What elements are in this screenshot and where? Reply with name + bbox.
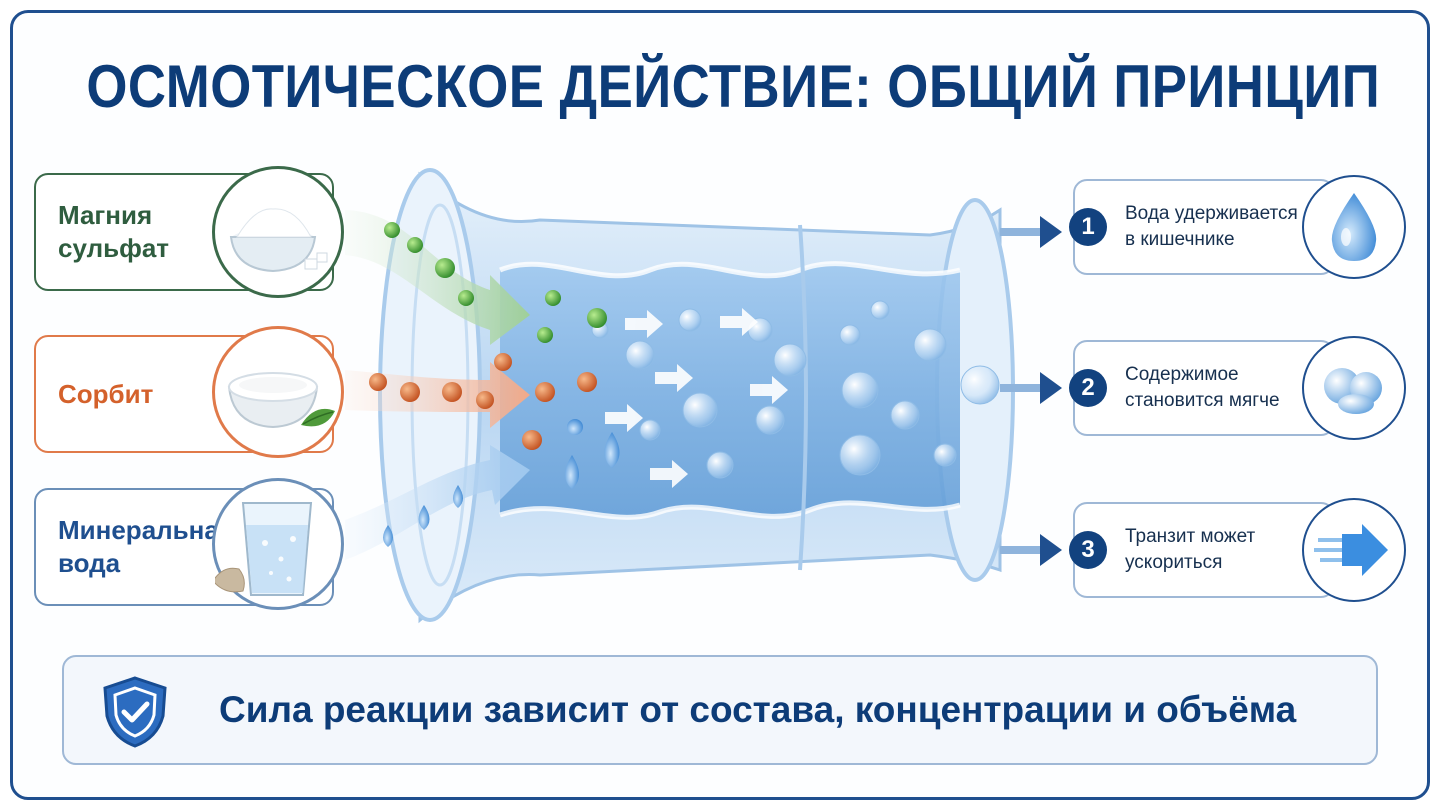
effect-card-1: 1 Вода удерживается в кишечнике xyxy=(1069,179,1335,275)
ingredient-label: Минеральная вода xyxy=(58,515,234,578)
effect-label: Вода удерживается в кишечнике xyxy=(1125,203,1298,250)
page-title: ОСМОТИЧЕСКОЕ ДЕЙСТВИЕ: ОБЩИЙ ПРИНЦИП xyxy=(86,53,1381,120)
water-glass-icon xyxy=(212,478,344,610)
effect-label: Транзит может ускориться xyxy=(1125,526,1256,573)
salt-bowl-icon xyxy=(212,166,344,298)
effect-card-2: 2 Содержимое становится мягче xyxy=(1069,340,1335,436)
effect-card-3: 3 Транзит может ускориться xyxy=(1069,502,1335,598)
soft-spheres-icon xyxy=(1302,336,1406,440)
speed-arrow-icon xyxy=(1302,498,1406,602)
effect-label: Содержимое становится мягче xyxy=(1125,364,1280,411)
ingredient-label: Магния сульфат xyxy=(58,200,170,263)
ingredient-label: Сорбит xyxy=(58,378,154,409)
water-drop-icon xyxy=(1302,175,1406,279)
powder-bowl-icon xyxy=(212,326,344,458)
step-number: 1 xyxy=(1069,208,1107,246)
shield-check-icon xyxy=(99,674,171,750)
footer-banner: Сила реакции зависит от состава, концент… xyxy=(62,655,1378,765)
step-number: 2 xyxy=(1069,369,1107,407)
footer-text: Сила реакции зависит от состава, концент… xyxy=(219,689,1297,730)
step-number: 3 xyxy=(1069,531,1107,569)
